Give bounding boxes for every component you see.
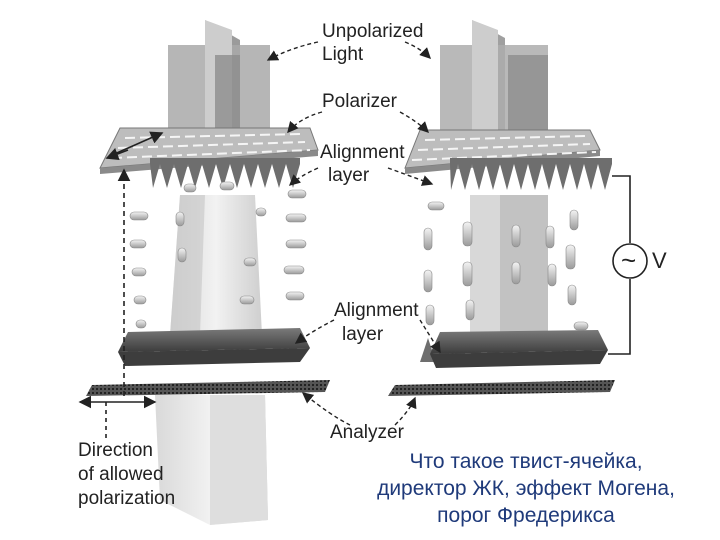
slide-caption: Что такое твист-ячейка, директор ЖК, эфф… [340, 448, 712, 529]
ac-source-symbol: ~ [621, 245, 637, 275]
caption-line1: Что такое твист-ячейка, [409, 450, 643, 473]
voltage-circuit [608, 175, 648, 355]
unpolarized-label-line1: Unpolarized [322, 21, 424, 42]
right-light-beam [470, 195, 548, 335]
left-analyzer [86, 380, 330, 396]
bottom-alignment-label-line1: Alignment [334, 300, 419, 321]
voltage-label: V [652, 248, 667, 273]
left-cell [78, 20, 330, 525]
left-light-beam [155, 195, 268, 525]
right-lc-molecules [423, 201, 589, 331]
left-lc-molecules [129, 181, 307, 329]
analyzer-label: Analyzer [330, 422, 404, 443]
right-unpolarized-light [440, 20, 548, 145]
direction-label-line1: Direction [78, 440, 153, 461]
direction-label-line3: polarization [78, 488, 176, 509]
unpolarized-label-line2: Light [322, 44, 364, 65]
left-polarization-arrows [78, 131, 164, 440]
caption-line2: директор ЖК, эффект Могена, [377, 477, 675, 500]
right-top-alignment-layer [450, 158, 612, 190]
bottom-alignment-label-line2: layer [342, 324, 384, 345]
caption-line3: порог Фредерикса [437, 504, 615, 527]
left-top-alignment-layer [150, 158, 300, 188]
left-unpolarized-light [168, 20, 270, 142]
left-bottom-alignment-layer [118, 328, 310, 366]
right-cell [388, 20, 648, 396]
right-bottom-alignment-layer [420, 330, 608, 368]
top-alignment-label-line2: layer [328, 165, 370, 186]
label-leader-arrows [266, 41, 441, 426]
direction-label-line2: of allowed [78, 464, 164, 485]
polarizer-label: Polarizer [322, 91, 397, 112]
right-analyzer [388, 380, 615, 396]
top-alignment-label-line1: Alignment [320, 142, 405, 163]
